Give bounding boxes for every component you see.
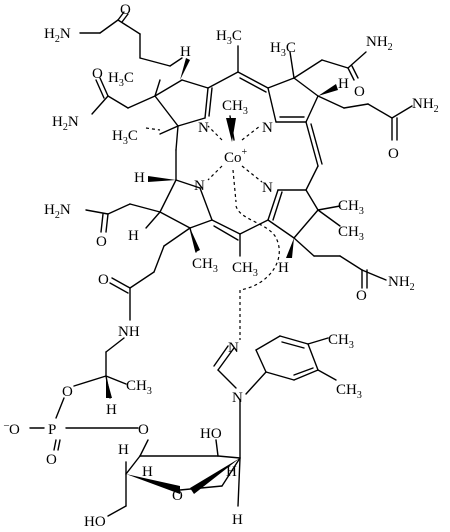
label-h-sugar-a: H	[118, 442, 129, 458]
label-nh-linker: NH	[118, 324, 140, 340]
label-amide-lower-right-o: O	[356, 288, 367, 304]
label-o-phos-top: O	[62, 384, 73, 400]
label-left-ch3-2: H3C	[112, 128, 138, 147]
label-amide-top-right-n: NH2	[366, 34, 393, 53]
label-h-sugar-b: H	[142, 464, 153, 480]
label-n-top-right: N	[262, 120, 273, 136]
label-left-ch3: H3C	[108, 70, 134, 89]
label-linker-ch3: CH3	[126, 378, 152, 397]
label-top-right-ch3: H3C	[270, 40, 296, 59]
label-benz-n-bottom: N	[232, 390, 243, 406]
label-amide-left-o: O	[92, 66, 103, 82]
label-amide-right-o: O	[388, 146, 399, 162]
label-benz-n-top: N	[228, 340, 239, 356]
label-n-bottom-left: N	[194, 178, 205, 194]
label-top-ch3: H3C	[216, 28, 242, 47]
label-n-bottom-right: N	[262, 180, 273, 196]
label-o-minus: –O	[3, 420, 20, 438]
label-amide-top-o: O	[120, 2, 131, 18]
label-right-ch3-b: CH3	[338, 224, 364, 243]
label-n-top-left: N	[198, 120, 209, 136]
label-h-left-mid: H	[134, 170, 145, 186]
label-amide-lower-o: O	[98, 272, 109, 288]
stereo-wedges	[106, 58, 338, 494]
label-bottom-ch3-a: CH3	[192, 256, 218, 275]
label-amide-top-right-o: O	[354, 84, 365, 100]
label-amide-lower-right-n: NH2	[388, 274, 415, 293]
label-benz-ch3-a: CH3	[328, 332, 354, 351]
label-ho-sugar: HO	[200, 426, 222, 442]
label-right-ch3-a: CH3	[338, 198, 364, 217]
label-cobalt-methyl: CH3	[222, 98, 248, 117]
atom-labels: O H2N H3C H H3C O NH2 O H3C H H2N	[3, 2, 439, 530]
label-benz-ch3-b: CH3	[336, 382, 362, 401]
label-amide-top-n: H2N	[44, 26, 71, 45]
label-amide-mid-left-n: H2N	[44, 202, 71, 221]
label-phosphorus: P	[48, 422, 56, 438]
label-o-phos-bottom: O	[46, 452, 57, 468]
label-h-right-top: H	[338, 76, 349, 92]
label-bottom-ch3-b: CH3	[232, 260, 258, 279]
label-amide-right-n: NH2	[412, 96, 439, 115]
label-o-phos-right: O	[138, 422, 149, 438]
coordination-bonds	[145, 115, 280, 340]
label-amide-left-n: H2N	[52, 114, 79, 133]
label-o-ring: O	[172, 488, 183, 504]
label-h-bottom-right: H	[278, 260, 289, 276]
label-h-sugar-d: H	[232, 512, 243, 528]
label-ho-bottom: HO	[84, 514, 106, 530]
label-h-top-left: H	[180, 44, 191, 60]
label-h-mid-left: H	[128, 228, 139, 244]
label-h-linker: H	[106, 402, 117, 418]
label-amide-mid-left-o: O	[96, 234, 107, 250]
label-h-sugar-c: H	[226, 464, 237, 480]
label-cobalt: Co+	[224, 147, 248, 166]
